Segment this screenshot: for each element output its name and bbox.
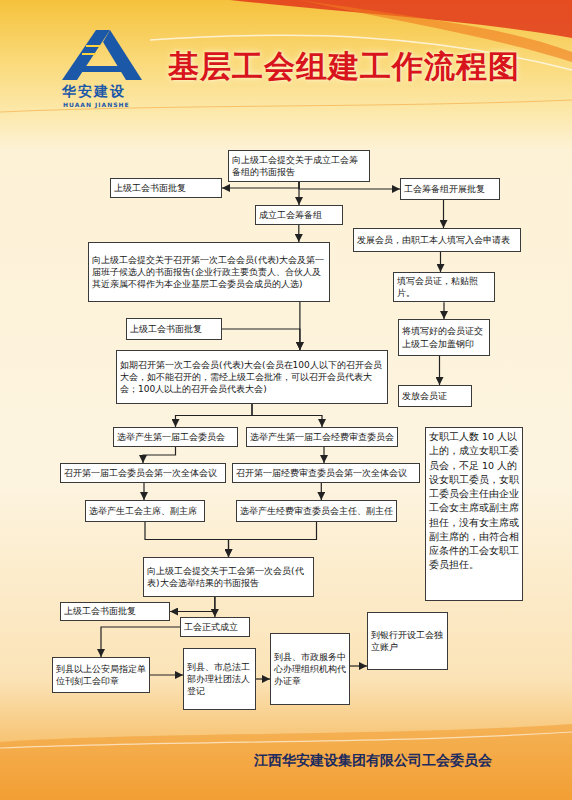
box-text: 上级工会书面批复 — [130, 323, 218, 335]
process-box: 向上级工会提交关于召开第一次工会会员(代表)大会及第一届班子候选人的书面报告(企… — [88, 242, 330, 302]
process-box: 将填写好的会员证交上级工会加盖钢印 — [398, 319, 490, 356]
box-text: 上级工会书面批复 — [114, 182, 218, 194]
box-text: 向上级工会提交关于工会第一次会员(代表)大会选举结果的书面报告 — [147, 565, 310, 589]
box-text: 召开第一届经费审查委员会第一次全体会议 — [236, 467, 416, 479]
logo-stripe — [82, 53, 96, 55]
flow-arrow — [350, 665, 367, 666]
box-text: 到县、市政服务中心办理组织机构代办证章 — [274, 651, 346, 687]
box-text: 选举产生第一届工会经费审查委员会 — [250, 431, 394, 443]
box-text: 到县以上公安局指定单位刊刻工会印章 — [56, 663, 146, 687]
process-box: 上级工会书面批复 — [126, 318, 222, 340]
logo-mark — [62, 30, 110, 80]
flow-arrow — [439, 356, 440, 385]
process-box: 向上级工会提交关于工会第一次会员(代表)大会选举结果的书面报告 — [143, 557, 314, 597]
box-text: 将填写好的会员证交上级工会加盖钢印 — [402, 325, 486, 349]
process-box: 到银行开设工会独立账户 — [367, 612, 448, 670]
process-box: 成立工会筹备组 — [255, 205, 343, 225]
box-text: 工会正式成立 — [184, 621, 246, 633]
footer-line — [0, 732, 572, 748]
process-box: 填写会员证，粘贴照片。 — [393, 272, 495, 302]
box-text: 发放会员证 — [402, 390, 468, 402]
box-text: 召开第一届工会委员会第一次全体会议 — [64, 467, 222, 479]
process-box: 工会正式成立 — [180, 617, 250, 637]
process-box: 到县以上公安局指定单位刊刻工会印章 — [52, 657, 150, 693]
process-box: 如期召开第一次工会会员(代表)大会(会员在100人以下的召开会员大会，如不能召开… — [116, 350, 388, 404]
process-box: 向上级工会提交关于成立工会筹备组的书面报告 — [228, 150, 370, 182]
process-box: 发放会员证 — [398, 385, 472, 407]
note-box: 女职工人数 10 人以上的，成立女职工委员会，不足 10 人的设女职工委员，女职… — [425, 427, 523, 601]
process-box: 召开第一届工会委员会第一次全体会议 — [60, 463, 226, 483]
flow-arrow — [443, 302, 444, 319]
flow-arrow — [222, 329, 300, 350]
flow-arrow — [321, 483, 322, 500]
flow-arrow — [150, 674, 183, 675]
process-box: 召开第一届经费审查委员会第一次全体会议 — [232, 463, 420, 483]
flow-arrow — [440, 252, 441, 272]
process-box: 选举产生第一届工会委员会 — [113, 427, 238, 447]
flow-arrow — [299, 182, 400, 189]
flow-arrow — [222, 182, 299, 188]
box-text: 选举产生经费审查委员会主任、副主任 — [240, 505, 393, 517]
logo-text: 华安建设 — [62, 83, 126, 101]
box-text: 上级工会书面批复 — [64, 605, 166, 617]
process-box: 上级工会书面批复 — [60, 602, 170, 621]
logo-text: HUAAN JIANSHE — [63, 101, 130, 108]
box-text: 向上级工会提交关于成立工会筹备组的书面报告 — [232, 154, 366, 178]
box-text: 工会筹备组开展批复 — [404, 183, 496, 195]
flow-arrow — [170, 597, 215, 612]
box-text: 选举产生工会主席、副主席 — [89, 505, 201, 517]
footer-text: 江西华安建设集团有限公司工会委员会 — [254, 752, 492, 770]
logo-stripe — [86, 45, 100, 47]
flow-arrow — [298, 225, 299, 242]
flow-arrow — [298, 182, 299, 205]
box-text: 填写会员证，粘贴照片。 — [397, 275, 491, 299]
flow-arrow — [443, 200, 444, 228]
footer-band — [0, 724, 572, 800]
process-box: 上级工会书面批复 — [110, 178, 222, 198]
logo-mark — [103, 30, 142, 80]
flow-arrow — [323, 447, 324, 463]
flow-arrow — [143, 447, 176, 463]
flow-arrow — [214, 597, 215, 617]
logo-mark — [76, 66, 124, 72]
process-box: 工会筹备组开展批复 — [400, 178, 500, 200]
process-box: 发展会员，由职工本人填写入会申请表 — [353, 228, 521, 252]
process-box: 选举产生经费审查委员会主任、副主任 — [236, 500, 397, 522]
flow-arrow — [252, 404, 322, 427]
header-line — [0, 100, 572, 112]
flow-arrow — [143, 483, 144, 500]
box-text: 女职工人数 10 人以上的，成立女职工委员会，不足 10 人的设女职工委员，女职… — [429, 430, 519, 573]
box-text: 选举产生第一届工会委员会 — [117, 431, 234, 443]
box-text: 到县、市总法工部办理社团法人登记 — [187, 661, 252, 697]
process-box: 到县、市政服务中心办理组织机构代办证章 — [270, 633, 350, 705]
flow-arrow — [229, 522, 317, 557]
diagram-title: 基层工会组建工作流程图 — [168, 46, 520, 88]
flow-arrow — [176, 404, 253, 427]
process-box: 到县、市总法工部办理社团法人登记 — [183, 648, 256, 710]
flow-arrow — [145, 522, 229, 557]
flow-arrow — [101, 627, 180, 657]
box-text: 成立工会筹备组 — [259, 209, 339, 221]
process-box: 选举产生第一届工会经费审查委员会 — [246, 427, 398, 447]
box-text: 如期召开第一次工会会员(代表)大会(会员在100人以下的召开会员大会，如不能召开… — [120, 359, 384, 395]
flow-arrow — [256, 678, 270, 679]
box-text: 发展会员，由职工本人填写入会申请表 — [357, 234, 517, 246]
box-text: 到银行开设工会独立账户 — [371, 629, 444, 653]
process-box: 选举产生工会主席、副主席 — [85, 500, 205, 522]
box-text: 向上级工会提交关于召开第一次工会会员(代表)大会及第一届班子候选人的书面报告(企… — [92, 254, 326, 290]
